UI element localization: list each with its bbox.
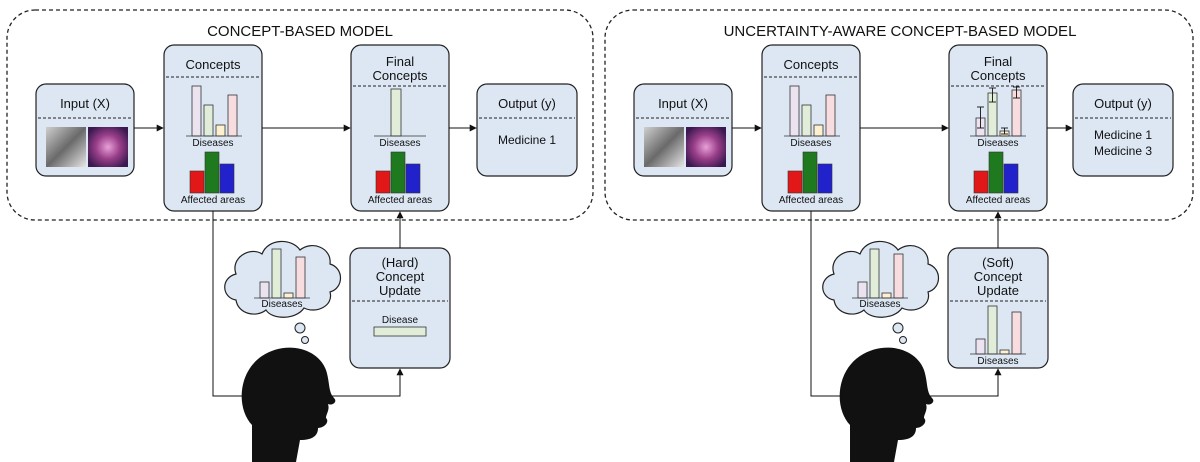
thought-bar-4 <box>893 253 904 299</box>
final-bar-area-blue <box>405 163 421 194</box>
right-human-head-icon <box>839 347 934 462</box>
left-final-line1: Final <box>386 54 414 69</box>
right-input-label: Input (X) <box>658 96 708 111</box>
left-thought-cloud: Diseases <box>224 240 342 344</box>
right-panel: UNCERTAINTY-AWARE CONCEPT-BASED MODEL In… <box>604 9 1194 462</box>
arrow-concepts-to-human <box>212 211 251 400</box>
left-input-box: Input (X) <box>35 83 135 177</box>
final-bar-area-red <box>973 170 989 194</box>
bar-area-green <box>204 151 220 194</box>
right-output-value-2: Medicine 3 <box>1094 144 1152 158</box>
left-update-line1: (Hard) <box>382 255 419 270</box>
thought-bar-2 <box>271 248 282 299</box>
xray-image <box>46 127 86 167</box>
left-panel: CONCEPT-BASED MODEL Input (X) Concepts D… <box>6 9 594 462</box>
thought-cloud-icon <box>822 240 940 318</box>
right-final-line1: Final <box>984 54 1012 69</box>
right-panel-title: UNCERTAINTY-AWARE CONCEPT-BASED MODEL <box>724 23 1077 40</box>
bar-disease-1 <box>789 85 800 137</box>
update-bar-4 <box>1011 311 1022 355</box>
bar-area-blue <box>219 163 235 194</box>
left-output-box: Output (y) Medicine 1 <box>476 83 578 177</box>
bar-disease-1 <box>191 85 202 137</box>
right-concepts-label: Concepts <box>784 57 839 72</box>
right-output-box: Output (y) Medicine 1 Medicine 3 <box>1072 83 1174 177</box>
bar-disease-2 <box>203 104 214 137</box>
thought-bar-4 <box>295 256 306 299</box>
arrow-human-to-update <box>922 368 1002 397</box>
xray-image <box>644 127 684 167</box>
bar-disease-3 <box>215 124 226 137</box>
bar-disease-4 <box>227 94 238 137</box>
left-update-item-bar <box>373 326 427 337</box>
thought-bar-1 <box>259 281 270 299</box>
left-panel-title: CONCEPT-BASED MODEL <box>207 23 393 40</box>
left-input-label: Input (X) <box>60 96 110 111</box>
heatmap-image <box>88 127 128 167</box>
update-bar-2 <box>987 305 998 355</box>
left-concepts-label: Concepts <box>186 57 241 72</box>
update-bar-3 <box>999 349 1010 355</box>
bar-area-blue <box>817 163 833 194</box>
arrow-concepts-to-human <box>810 211 849 400</box>
right-output-label: Output (y) <box>1094 96 1152 111</box>
left-output-label: Output (y) <box>498 96 556 111</box>
right-final-diseases-label: Diseases <box>977 138 1018 149</box>
thought-bar-3 <box>283 292 294 299</box>
thought-cloud-icon <box>224 240 342 318</box>
left-final-line2: Concepts <box>373 68 428 83</box>
left-panel-border <box>6 9 594 221</box>
left-thought-label: Diseases <box>261 299 302 310</box>
left-human-head-icon <box>241 347 336 462</box>
bar-area-green <box>802 151 818 194</box>
heatmap-image <box>686 127 726 167</box>
left-final-diseases-label: Diseases <box>379 138 420 149</box>
final-bar-area-green <box>390 151 406 194</box>
left-final-affected-label: Affected areas <box>368 195 432 206</box>
bar-area-red <box>189 170 205 194</box>
thought-bar-3 <box>881 292 892 299</box>
right-thought-cloud: Diseases <box>822 240 940 344</box>
final-bar-area-green <box>988 151 1004 194</box>
final-bar-area-blue <box>1003 163 1019 194</box>
left-update-line3: Update <box>379 283 421 298</box>
final-bar-disease <box>390 88 402 137</box>
arrow-human-to-update <box>324 368 404 397</box>
uncertainty-whiskers <box>977 86 1020 135</box>
left-update-box: (Hard) Concept Update Disease <box>349 247 451 369</box>
bar-disease-3 <box>813 124 824 137</box>
right-final-line2: Concepts <box>971 68 1026 83</box>
left-concepts-affected-label: Affected areas <box>181 195 245 206</box>
bar-area-red <box>787 170 803 194</box>
thought-bar-1 <box>857 281 868 299</box>
right-concepts-affected-label: Affected areas <box>779 195 843 206</box>
thought-bar-2 <box>869 248 880 299</box>
right-thought-label: Diseases <box>859 299 900 310</box>
right-update-line3: Update <box>977 283 1019 298</box>
right-concepts-box: Concepts Diseases Affected areas <box>761 44 861 212</box>
left-update-line2: Concept <box>376 269 425 284</box>
left-output-value: Medicine 1 <box>498 133 556 147</box>
left-final-box: Final Concepts Diseases Affected areas <box>350 44 450 212</box>
right-panel-border <box>604 9 1194 221</box>
right-update-line2: Concept <box>974 269 1023 284</box>
right-concepts-diseases-label: Diseases <box>790 138 831 149</box>
left-update-item-label: Disease <box>382 315 419 326</box>
right-output-value-1: Medicine 1 <box>1094 128 1152 142</box>
bar-disease-2 <box>801 104 812 137</box>
left-concepts-diseases-label: Diseases <box>192 138 233 149</box>
right-input-box: Input (X) <box>633 83 733 177</box>
right-final-box: Final Concepts Diseases Affected areas <box>948 44 1048 212</box>
update-bar-1 <box>975 338 986 355</box>
right-update-line1: (Soft) <box>982 255 1014 270</box>
right-final-affected-label: Affected areas <box>966 195 1030 206</box>
right-update-box: (Soft) Concept Update Diseases <box>947 247 1049 369</box>
final-bar-area-red <box>375 170 391 194</box>
left-concepts-box: Concepts Diseases Affected areas <box>163 44 263 212</box>
bar-disease-4 <box>825 94 836 137</box>
right-update-diseases-label: Diseases <box>977 356 1018 367</box>
